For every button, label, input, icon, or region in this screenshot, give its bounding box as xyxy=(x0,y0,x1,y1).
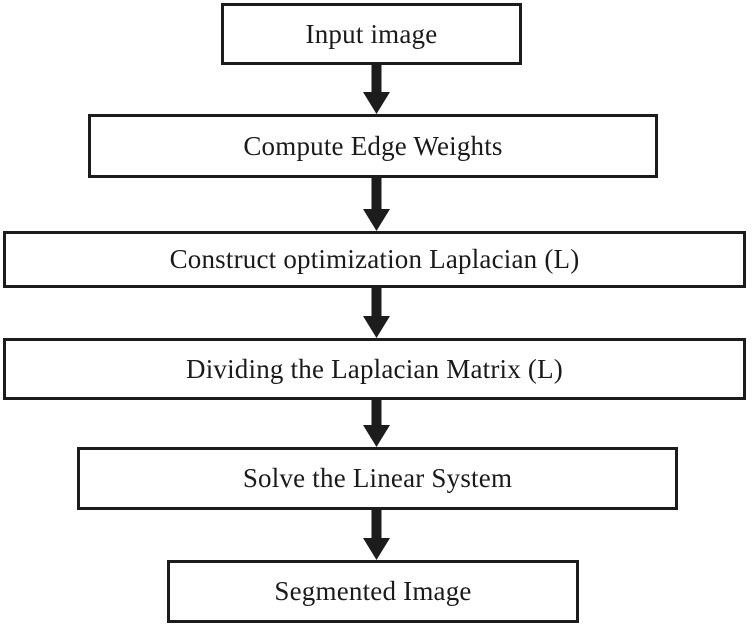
flow-node-label: Construct optimization Laplacian (L) xyxy=(169,244,580,274)
flow-node-segmented-image[interactable]: Segmented Image xyxy=(167,560,579,623)
flow-node-construct-optimization-laplacian[interactable]: Construct optimization Laplacian (L) xyxy=(3,231,746,288)
flow-arrow-input-image-to-compute-edge-weights xyxy=(362,65,390,114)
flow-node-label: Input image xyxy=(305,18,438,49)
flow-node-label: Segmented Image xyxy=(274,576,472,606)
flow-arrow-compute-edge-weights-to-construct-optimization-laplacian xyxy=(362,178,390,231)
flow-node-solve-linear-system[interactable]: Solve the Linear System xyxy=(77,447,678,510)
flow-node-label: Compute Edge Weights xyxy=(243,130,503,161)
flow-arrow-solve-linear-system-to-segmented-image xyxy=(362,510,390,560)
flow-node-label: Solve the Linear System xyxy=(242,463,513,493)
flow-node-dividing-laplacian-matrix[interactable]: Dividing the Laplacian Matrix (L) xyxy=(3,338,746,400)
flow-node-label: Dividing the Laplacian Matrix (L) xyxy=(186,353,563,384)
flow-node-compute-edge-weights[interactable]: Compute Edge Weights xyxy=(88,114,658,178)
flow-arrow-dividing-laplacian-matrix-to-solve-linear-system xyxy=(362,400,390,447)
flow-node-input-image[interactable]: Input image xyxy=(221,3,522,65)
flow-arrow-construct-optimization-laplacian-to-dividing-laplacian-matrix xyxy=(362,288,390,338)
